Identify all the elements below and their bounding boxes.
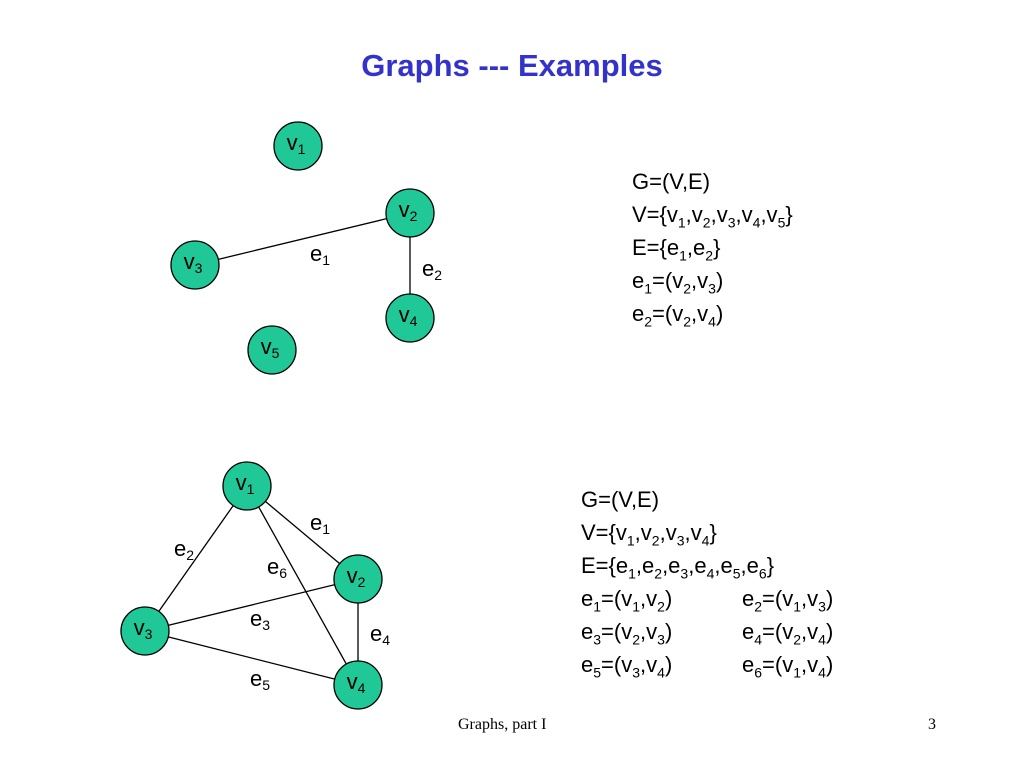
graph2-edge-label-e2: e2	[174, 536, 194, 563]
slide-title: Graphs --- Examples	[361, 48, 663, 83]
node-circle	[333, 660, 383, 710]
graph2-node-v1: v1	[222, 461, 272, 511]
graph2-definition-line: V={v1,v2,v3,v4}	[581, 516, 833, 549]
node-label: v3	[184, 249, 203, 276]
definition-cell: e3=(v2,v3)	[581, 619, 673, 648]
definition-cell: e4=(v2,v4)	[742, 619, 834, 648]
graph1-edge-label-e1: e1	[310, 241, 330, 268]
node-circle	[247, 325, 297, 375]
footer-text: Graphs, part I	[458, 716, 547, 733]
graph1-edge-label-e2: e2	[422, 256, 442, 283]
graph2-edge-e3	[144, 578, 359, 632]
graph1-diagram: e1 e2 v1 v2 v3 v4 v5	[170, 121, 442, 375]
node-circle	[170, 240, 220, 290]
graph1-node-v3: v3	[170, 240, 220, 290]
node-circle	[120, 606, 170, 656]
graph2-definition-line: G=(V,E)	[581, 483, 833, 516]
graph1-definition: G=(V,E) V={v1,v2,v3,v4,v5} E={e1,e2} e1=(v2…	[632, 165, 793, 330]
graph1-definition-line: G=(V,E)	[632, 169, 711, 194]
node-label: v1	[287, 130, 306, 157]
graph1-node-v1: v1	[273, 121, 323, 171]
page-number: 3	[928, 716, 936, 733]
graph2-node-v4: v4	[333, 660, 383, 710]
node-circle	[333, 554, 383, 604]
graph2-definition-line: e1=(v1,v2) e2=(v1,v3)	[581, 582, 833, 615]
graph1-node-v2: v2	[385, 188, 435, 238]
graph2-edge-e5	[144, 630, 359, 686]
node-label: v1	[236, 470, 255, 497]
node-label: v2	[399, 197, 418, 224]
definition-cell: e2=(v1,v3)	[742, 586, 834, 615]
node-label: v5	[261, 334, 280, 361]
graph1-definition-line: V={v1,v2,v3,v4,v5}	[632, 202, 793, 231]
graph2-edge-label-e5: e5	[250, 666, 270, 693]
definition-cell: e5=(v3,v4)	[581, 652, 673, 681]
definition-cell: e1=(v1,v2)	[581, 586, 673, 615]
graph2-edge-label-e6: e6	[267, 554, 287, 581]
graph1-definition-line: e2=(v2,v4)	[632, 301, 724, 330]
node-circle	[273, 121, 323, 171]
node-label: v2	[347, 563, 366, 590]
graph2-definition-line: E={e1,e2,e3,e4,e5,e6}	[581, 549, 833, 582]
graph2-edge-label-e1: e1	[310, 510, 330, 537]
node-label: v4	[347, 669, 366, 696]
graph2-node-v3: v3	[120, 606, 170, 656]
graph2-definition-line: e3=(v2,v3) e4=(v2,v4)	[581, 615, 833, 648]
node-circle	[222, 461, 272, 511]
graph2-edge-e6	[246, 485, 359, 686]
node-circle	[385, 293, 435, 343]
graph1-definition-line: E={e1,e2}	[632, 235, 721, 264]
definition-cell: E={e1,e2,e3,e4,e5,e6}	[581, 553, 775, 582]
node-label: v3	[134, 615, 153, 642]
graph2-edge-label-e3: e3	[250, 606, 270, 633]
graph2-edge-e2	[144, 485, 248, 632]
graph2-definition-line: e5=(v3,v4) e6=(v1,v4)	[581, 648, 833, 681]
graph2-diagram: e1 e2 e3 e4 e5 e6 v1 v2 v3 v4	[120, 461, 390, 710]
definition-cell: e6=(v1,v4)	[742, 652, 834, 681]
graph1-node-v5: v5	[247, 325, 297, 375]
graph2-node-v2: v2	[333, 554, 383, 604]
definition-cell: G=(V,E)	[581, 487, 660, 512]
node-circle	[385, 188, 435, 238]
graph1-definition-line: e1=(v2,v3)	[632, 268, 724, 297]
graph2-definition: G=(V,E) V={v1,v2,v3,v4} E={e1,e2,e3,e4,e5,…	[581, 483, 833, 681]
graph1-edge-e1	[194, 212, 411, 266]
graph1-node-v4: v4	[385, 293, 435, 343]
definition-cell: V={v1,v2,v3,v4}	[581, 520, 717, 549]
graph2-edge-label-e4: e4	[370, 621, 390, 648]
node-label: v4	[399, 302, 418, 329]
